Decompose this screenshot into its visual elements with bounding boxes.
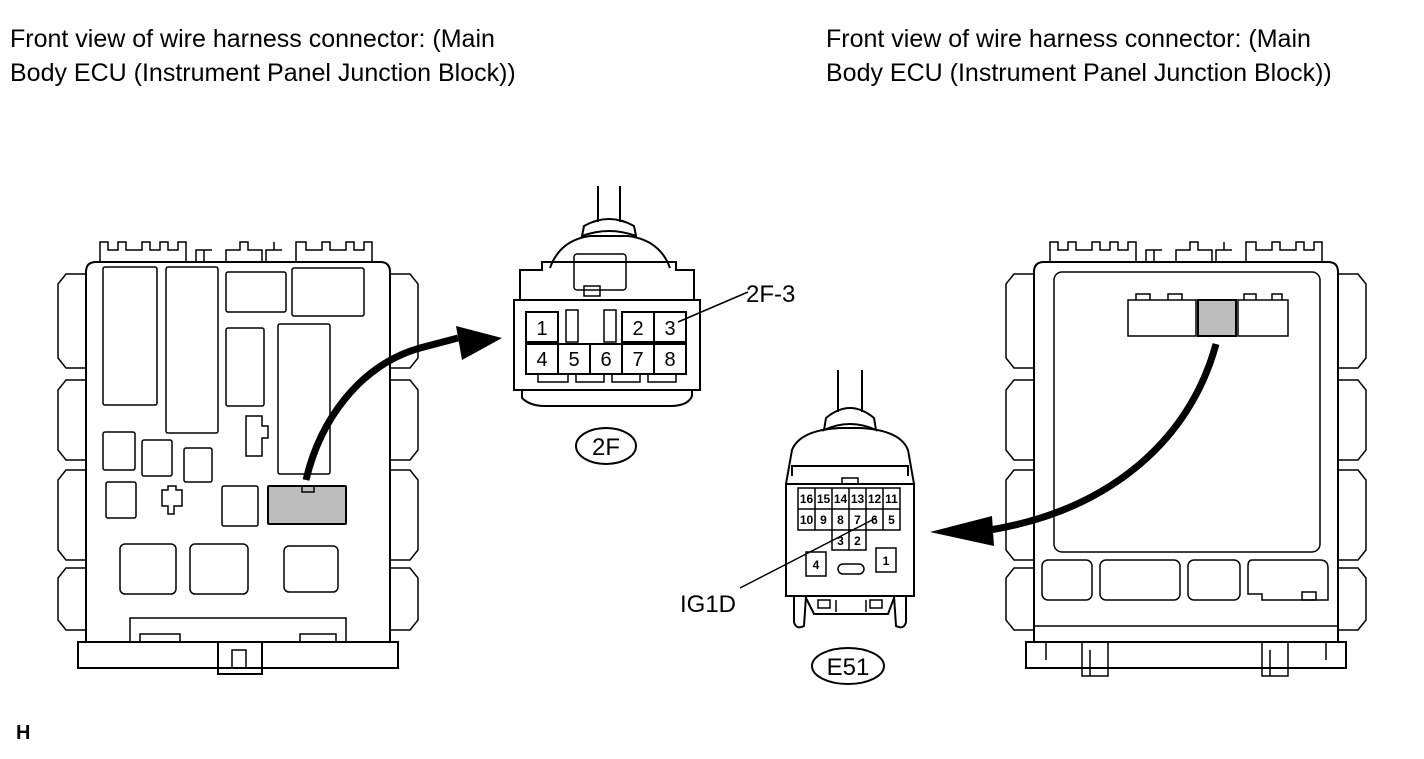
pin-2f-6: 6: [600, 349, 611, 371]
connector-2f: 1 2 3 4 5 6 7 8 2F-3 2F: [513, 186, 795, 465]
connector-e51-name: E51: [827, 654, 870, 681]
pin-e51-10: 10: [800, 513, 814, 527]
figure-code: H: [16, 722, 31, 744]
highlight-connector-2f-location: [267, 485, 347, 525]
pin-2f-2: 2: [632, 318, 643, 340]
pin-e51-7: 7: [854, 513, 861, 527]
pin-e51-1: 1: [883, 554, 890, 568]
pin-e51-3: 3: [837, 534, 844, 548]
arrow-to-2f: [302, 334, 459, 481]
highlight-connector-e51-location: [1197, 299, 1237, 337]
pin-2f-1: 1: [536, 318, 547, 340]
pin-e51-12: 12: [868, 492, 882, 506]
pin-e51-14: 14: [834, 492, 848, 506]
pin-2f-3: 3: [664, 318, 675, 340]
pin-e51-16: 16: [800, 492, 814, 506]
pin-e51-15: 15: [817, 492, 831, 506]
pin-2f-8: 8: [664, 349, 675, 371]
pin-2f-5: 5: [568, 349, 579, 371]
pin-e51-5: 5: [888, 513, 895, 527]
pin-e51-9: 9: [820, 513, 827, 527]
pin-e51-11: 11: [885, 492, 898, 506]
arrow-to-e51: [989, 343, 1220, 534]
e51-pin-grid: 16 15 14 13 12 11 10 9 8 7 6 5 3 2 4 1: [797, 487, 901, 577]
pin-e51-2: 2: [854, 534, 861, 548]
pin-e51-6: 6: [871, 513, 878, 527]
connector-e51: 16 15 14 13 12 11 10 9 8 7 6 5 3 2 4 1 I…: [680, 370, 915, 685]
caption-right: Front view of wire harness connector: (M…: [826, 25, 1332, 87]
pin-2f-7: 7: [632, 349, 643, 371]
pin-e51-8: 8: [837, 513, 844, 527]
label-2f-3: 2F-3: [746, 281, 795, 308]
pin-e51-13: 13: [851, 492, 865, 506]
label-ig1d: IG1D: [680, 591, 736, 618]
junction-block-left: [57, 241, 419, 675]
pin-e51-4: 4: [813, 558, 820, 572]
pin-2f-4: 4: [536, 349, 547, 371]
junction-block-right: [1005, 241, 1367, 677]
caption-left: Front view of wire harness connector: (M…: [10, 25, 516, 87]
connector-2f-name: 2F: [592, 434, 620, 461]
